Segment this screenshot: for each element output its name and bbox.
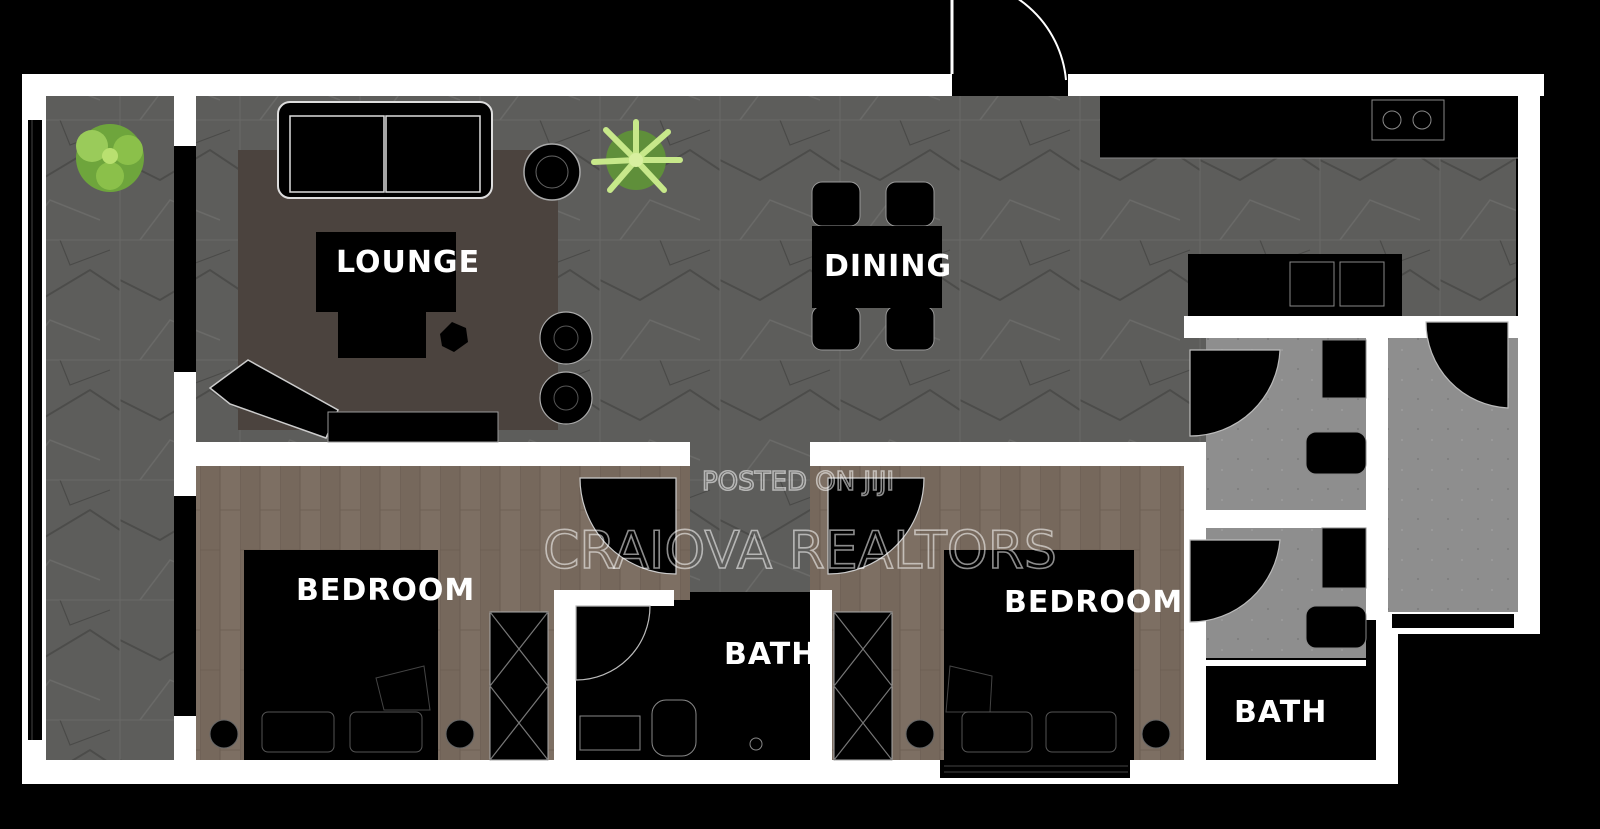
tv-console-icon xyxy=(327,411,499,443)
wardrobe-icon xyxy=(833,611,893,761)
watermark-line2: CRAIOVA REALTORS xyxy=(543,521,1057,581)
door-swing-icon xyxy=(827,477,925,575)
room-label-lounge: LOUNGE xyxy=(336,245,480,280)
room-label-bedroom-left: BEDROOM xyxy=(296,573,475,608)
coffee-table-icon xyxy=(338,296,426,358)
hall-floor xyxy=(690,442,810,592)
walls xyxy=(22,74,1544,784)
pouf-icon xyxy=(539,371,593,425)
dining-table-icon xyxy=(811,181,942,351)
kitchen-counter-icon xyxy=(1100,96,1518,159)
watermark-line1: POSTED ON JIJI xyxy=(702,467,894,497)
room-label-bath-center: BATH xyxy=(724,637,817,672)
bed-icon xyxy=(905,550,1171,760)
door-swing-icon xyxy=(1425,321,1509,409)
stool-icon xyxy=(440,322,468,352)
side-table-icon xyxy=(523,143,581,201)
kitchen-sink-icon xyxy=(1188,254,1402,316)
pouf-icon xyxy=(539,311,593,365)
balcony-floor xyxy=(46,96,174,760)
bed-icon xyxy=(209,550,475,760)
door-swing-icon xyxy=(575,605,651,681)
room-label-dining: DINING xyxy=(824,249,952,284)
door-swing-icon xyxy=(1189,349,1281,437)
sofa-icon xyxy=(277,101,493,199)
door-swing-icon xyxy=(1189,539,1281,623)
entry-door-icon xyxy=(950,0,1068,96)
door-swing-icon xyxy=(579,477,677,575)
room-label-bedroom-right: BEDROOM xyxy=(1004,585,1183,620)
plant-icon xyxy=(76,124,144,192)
room-label-bath-right: BATH xyxy=(1234,695,1327,730)
sink-icon xyxy=(1305,339,1367,649)
wardrobe-icon xyxy=(489,611,549,761)
bath-right-floor xyxy=(1206,664,1366,760)
toilet-icon xyxy=(579,699,763,757)
plant-icon xyxy=(591,119,683,193)
